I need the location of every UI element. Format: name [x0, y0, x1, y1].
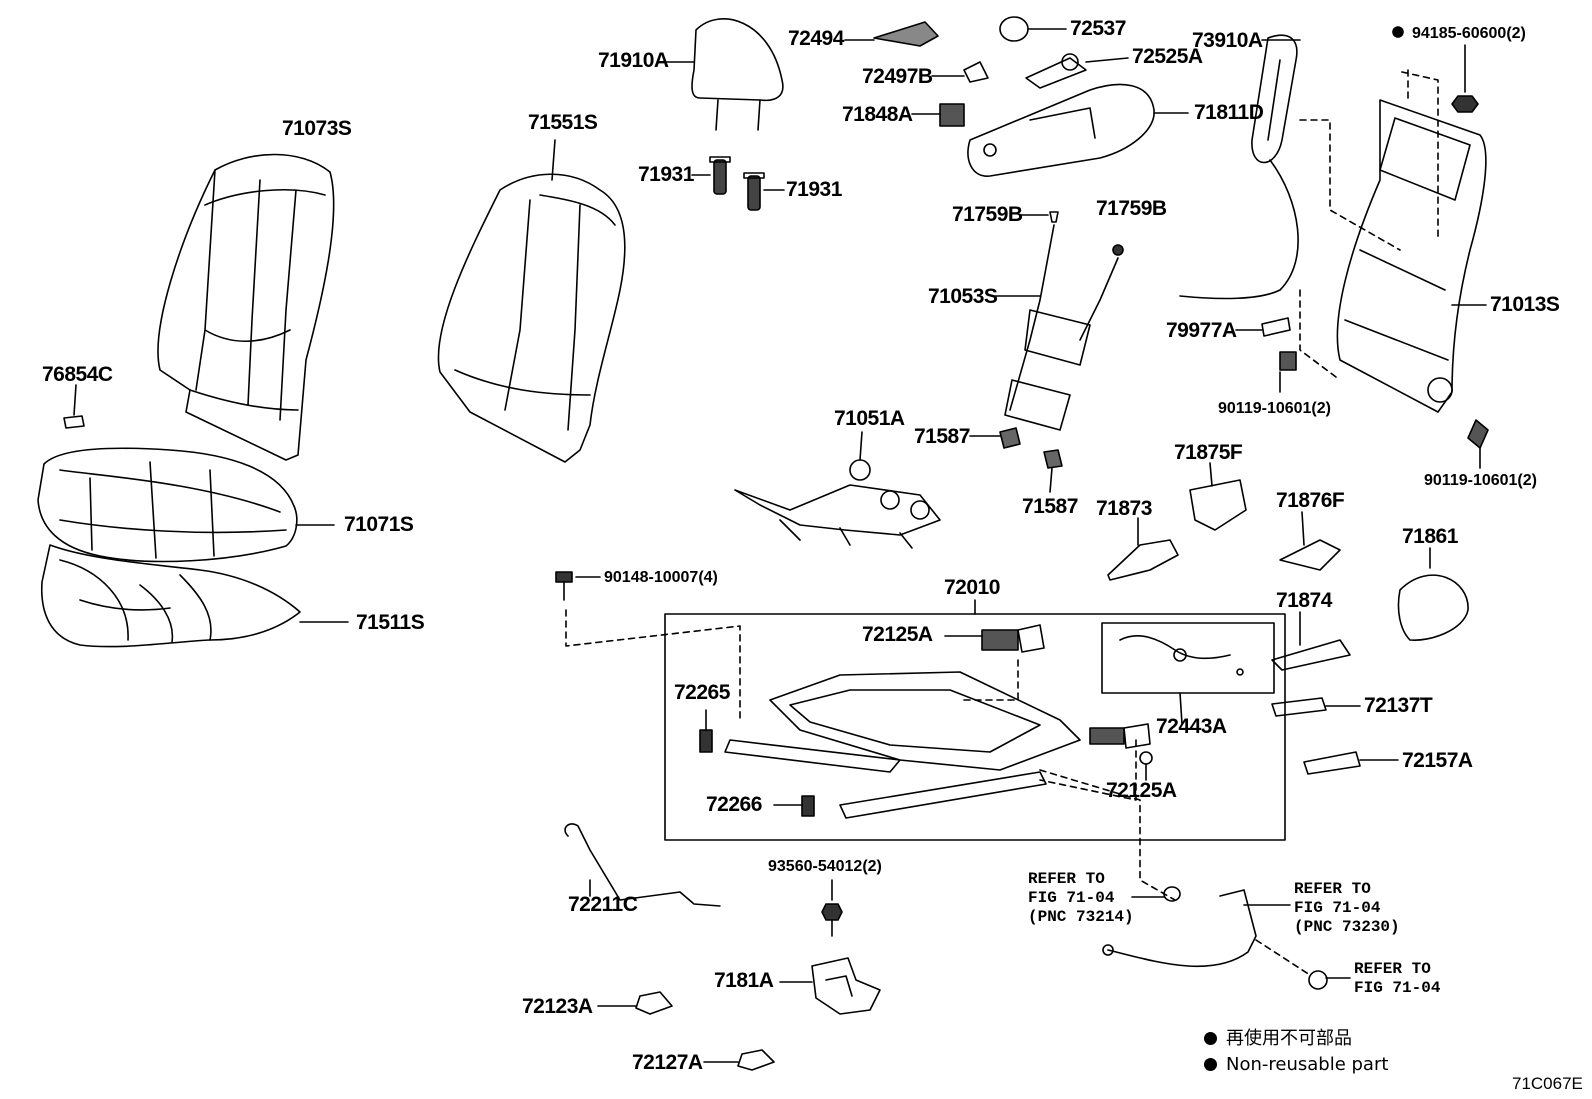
label-94185: 94185-60600(2)	[1412, 25, 1526, 42]
label-72211C: 72211C	[568, 893, 638, 916]
label-90119-lower: 90119-10601(2)	[1424, 472, 1537, 489]
rod-72211C	[564, 823, 721, 907]
label-90148: 90148-10007(4)	[604, 569, 718, 586]
lumbar-71053S	[994, 211, 1124, 431]
label-79977A: 79977A	[1166, 319, 1237, 342]
refer-note-line: REFER TO	[1028, 870, 1105, 888]
non-reusable-dot-icon	[1204, 1058, 1217, 1071]
seatback-pad-71551S	[437, 139, 626, 463]
seatback-frame-71013S	[1299, 69, 1487, 413]
label-76854C: 76854C	[42, 363, 113, 386]
label-72127A: 72127A	[632, 1051, 703, 1074]
refer-note-line: (PNC 73214)	[1028, 908, 1134, 926]
refer-parts	[1102, 886, 1351, 990]
non-reusable-dot-icon	[1204, 1032, 1217, 1045]
label-71910A: 71910A	[598, 49, 669, 72]
label-73910A: 73910A	[1192, 29, 1263, 52]
cover-72123A	[597, 991, 673, 1015]
label-72125A-lower: 72125A	[1106, 779, 1177, 802]
label-71587-lower: 71587	[1022, 495, 1078, 518]
bracket-7181A	[779, 957, 881, 1015]
legend-row-ja: 再使用不可部品	[1204, 1026, 1388, 1052]
label-72137T: 72137T	[1364, 694, 1433, 717]
cushion-pad-71511S	[40, 544, 349, 648]
refer-note-line: FIG 71-04	[1028, 889, 1115, 907]
refer-note-fig: REFER TO FIG 71-04	[1354, 960, 1440, 998]
label-90119-upper: 90119-10601(2)	[1218, 400, 1331, 417]
refer-note-line: REFER TO	[1294, 880, 1371, 898]
label-72537: 72537	[1070, 17, 1126, 40]
figure-code: 71C067E	[1512, 1074, 1583, 1093]
label-72494: 72494	[788, 27, 844, 50]
label-71931-left: 71931	[638, 163, 694, 186]
label-71759B-right: 71759B	[1096, 197, 1167, 220]
label-71051A: 71051A	[834, 407, 905, 430]
bolt-93560	[821, 879, 843, 937]
label-71071S: 71071S	[344, 513, 414, 536]
label-72266: 72266	[706, 793, 762, 816]
label-72125A-upper: 72125A	[862, 623, 933, 646]
label-72497B: 72497B	[862, 65, 933, 88]
label-71861: 71861	[1402, 525, 1458, 548]
label-71931-right: 71931	[786, 178, 842, 201]
side-cover-71811D	[967, 83, 1189, 177]
seatback-cover-71073S	[157, 153, 335, 461]
clip-76854C	[63, 384, 85, 429]
legend-text-ja: 再使用不可部品	[1226, 1028, 1352, 1049]
label-71848A: 71848A	[842, 103, 913, 126]
headrest-71910A	[664, 18, 784, 131]
refer-note-line: (PNC 73230)	[1294, 918, 1400, 936]
harness-71051A	[734, 431, 941, 549]
label-71551S: 71551S	[528, 111, 598, 134]
label-71811D: 71811D	[1194, 101, 1264, 124]
label-72157A: 72157A	[1402, 749, 1473, 772]
legend: 再使用不可部品 Non-reusable part	[1204, 1026, 1388, 1078]
headrest-guide-71931	[691, 156, 785, 211]
label-71587-upper: 71587	[914, 425, 970, 448]
label-72123A: 72123A	[522, 995, 593, 1018]
clip-71587	[969, 427, 1063, 493]
label-71876F: 71876F	[1276, 489, 1345, 512]
airbag-73910A	[1179, 34, 1301, 300]
label-71511S: 71511S	[356, 611, 425, 634]
label-71013S: 71013S	[1490, 293, 1560, 316]
label-79977A	[1235, 289, 1489, 469]
small-upper-parts	[844, 16, 1129, 127]
right-side-parts	[1107, 462, 1469, 775]
refer-note-line: FIG 71-04	[1354, 979, 1441, 997]
refer-note-line: REFER TO	[1354, 960, 1431, 978]
legend-row-en: Non-reusable part	[1204, 1052, 1388, 1078]
label-71874: 71874	[1276, 589, 1332, 612]
label-71073S: 71073S	[282, 117, 352, 140]
refer-note-73214: REFER TO FIG 71-04 (PNC 73214)	[1028, 870, 1134, 927]
seat-track-assembly-72010	[664, 599, 1286, 901]
nut-94185	[1392, 26, 1479, 113]
cushion-cover-71071S	[37, 447, 335, 563]
label-71873: 71873	[1096, 497, 1152, 520]
label-71053S: 71053S	[928, 285, 998, 308]
label-72265: 72265	[674, 681, 730, 704]
label-93560: 93560-54012(2)	[768, 858, 882, 875]
legend-text-en: Non-reusable part	[1226, 1054, 1389, 1075]
refer-note-line: FIG 71-04	[1294, 899, 1381, 917]
cover-72127A	[703, 1049, 775, 1071]
label-7181A: 7181A	[714, 969, 774, 992]
bolt-90148	[555, 571, 741, 723]
label-71759B-left: 71759B	[952, 203, 1023, 226]
label-72010: 72010	[944, 576, 1000, 599]
label-72525A: 72525A	[1132, 45, 1203, 68]
label-71875F: 71875F	[1174, 441, 1243, 464]
refer-note-73230: REFER TO FIG 71-04 (PNC 73230)	[1294, 880, 1400, 937]
label-72443A: 72443A	[1156, 715, 1227, 738]
